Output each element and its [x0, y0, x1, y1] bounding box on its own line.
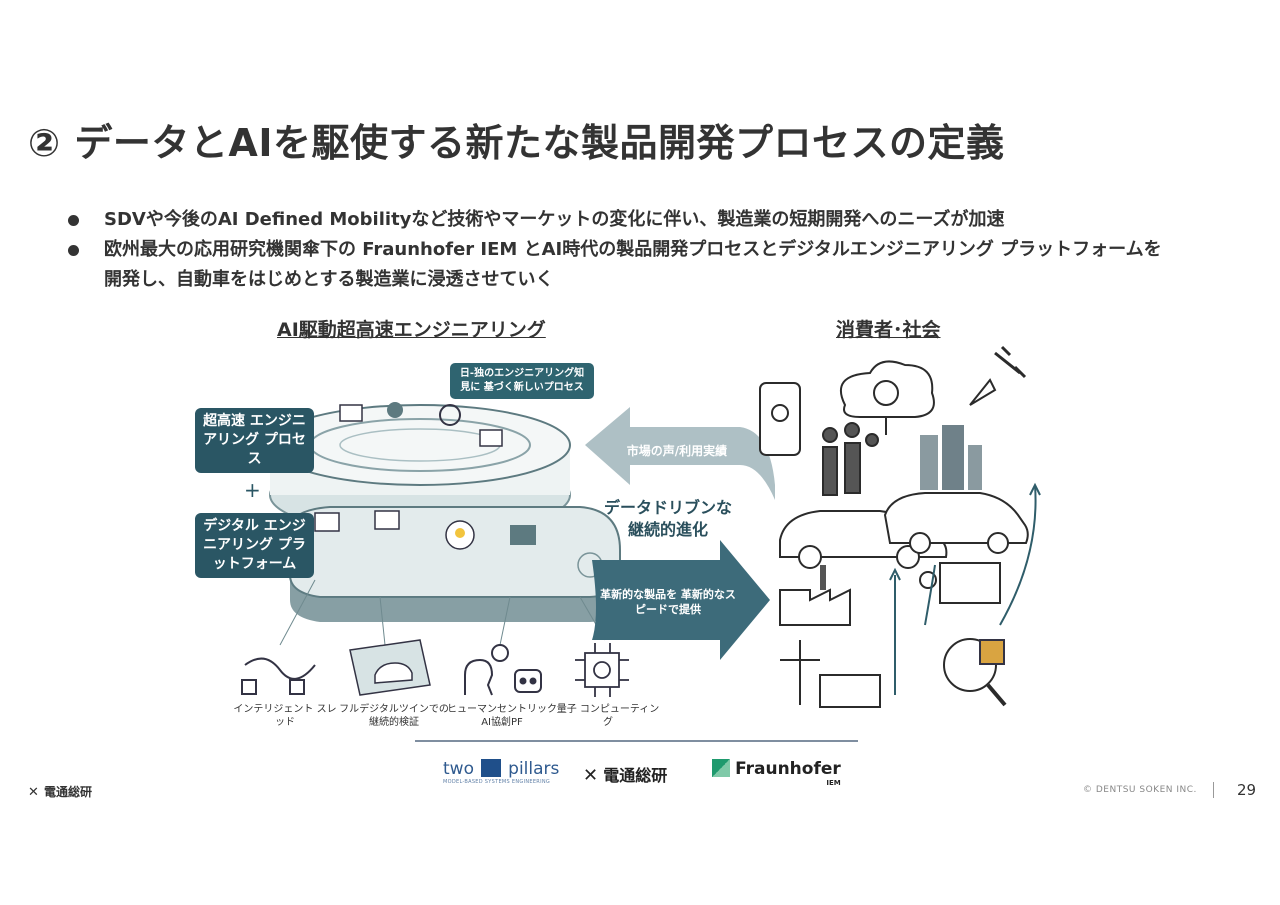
footer-separator	[1213, 782, 1214, 798]
dentsu-soken-logo: ✕ 電通総研	[583, 762, 667, 786]
footer-company-logo: ✕ 電通総研	[28, 781, 92, 800]
human-ai-icon	[464, 644, 542, 696]
bullet-dot	[68, 245, 79, 256]
pillar-mark-icon	[481, 759, 502, 777]
copyright-text: © DENTSU SOKEN INC.	[1083, 785, 1197, 795]
consumer-society-illustration	[759, 345, 1029, 708]
knowledge-bubble: 日-独のエンジニアリング知見に 基づく新しいプロセス	[450, 363, 594, 399]
data-driven-text: データドリブンな 継続的進化	[603, 498, 732, 539]
quantum-chip-icon	[575, 643, 629, 697]
icon-caption: 量子 コンピューティング	[556, 704, 660, 728]
slide-title: ② データとAIを駆使する新たな製品開発プロセスの定義	[28, 121, 1005, 165]
intelligent-thread-icon	[241, 657, 316, 695]
icon-caption: インテリジェント スレッド	[233, 704, 337, 728]
icon-caption: フルデジタルツインでの 継続的検証	[339, 704, 449, 728]
x-mark-icon: ✕	[583, 765, 599, 786]
page-number: 29	[1237, 781, 1257, 799]
logo-text: pillars	[508, 759, 560, 779]
product-delivery-arrow	[592, 540, 770, 660]
digital-twin-car-icon	[349, 639, 431, 696]
feedback-arrows	[889, 482, 1041, 695]
partner-divider	[415, 740, 858, 742]
fraunhofer-mark-icon	[712, 759, 730, 777]
right-section-title: 消費者･社会	[836, 319, 941, 341]
plus-sign: +	[244, 478, 261, 502]
left-section-title: AI駆動超高速エンジニアリング	[277, 319, 546, 341]
product-delivery-label: 革新的な製品を 革新的なスピードで提供	[600, 588, 736, 616]
diagram-illustration	[241, 345, 1041, 708]
logo-subtext: IEM	[826, 779, 841, 787]
footer-company-name: 電通総研	[44, 785, 93, 799]
logo-text: two	[443, 759, 474, 779]
icon-caption: ヒューマンセントリック AI協創PF	[447, 704, 557, 728]
bullet-item: 欧州最大の応用研究機関傘下の Fraunhofer IEM とAI時代の製品開発…	[68, 235, 1164, 295]
market-feedback-arrow	[585, 407, 775, 500]
logo-text: Fraunhofer	[735, 759, 841, 779]
engineering-process-label: 超高速 エンジニアリング プロセス	[195, 408, 314, 473]
fraunhofer-logo: Fraunhofer IEM	[712, 759, 841, 787]
bullet-dot	[68, 215, 79, 226]
engineering-platform-label: デジタル エンジニアリング プラットフォーム	[195, 513, 314, 578]
market-feedback-label: 市場の声/利用実績	[626, 444, 728, 458]
bullet-text: 欧州最大の応用研究機関傘下の Fraunhofer IEM とAI時代の製品開発…	[104, 239, 1162, 290]
digital-platform	[289, 506, 621, 622]
logo-subtext: MODEL-BASED SYSTEMS ENGINEERING	[443, 779, 551, 785]
logo-text: 電通総研	[603, 766, 668, 785]
bullet-text: SDVや今後のAI Defined Mobilityなど技術やマーケットの変化に…	[104, 209, 1005, 230]
bullet-list: SDVや今後のAI Defined Mobilityなど技術やマーケットの変化に…	[68, 205, 1188, 295]
two-pillars-logo: two pillars MODEL-BASED SYSTEMS ENGINEER…	[443, 759, 559, 785]
x-mark-icon: ✕	[28, 785, 39, 800]
bullet-item: SDVや今後のAI Defined Mobilityなど技術やマーケットの変化に…	[68, 205, 1188, 235]
